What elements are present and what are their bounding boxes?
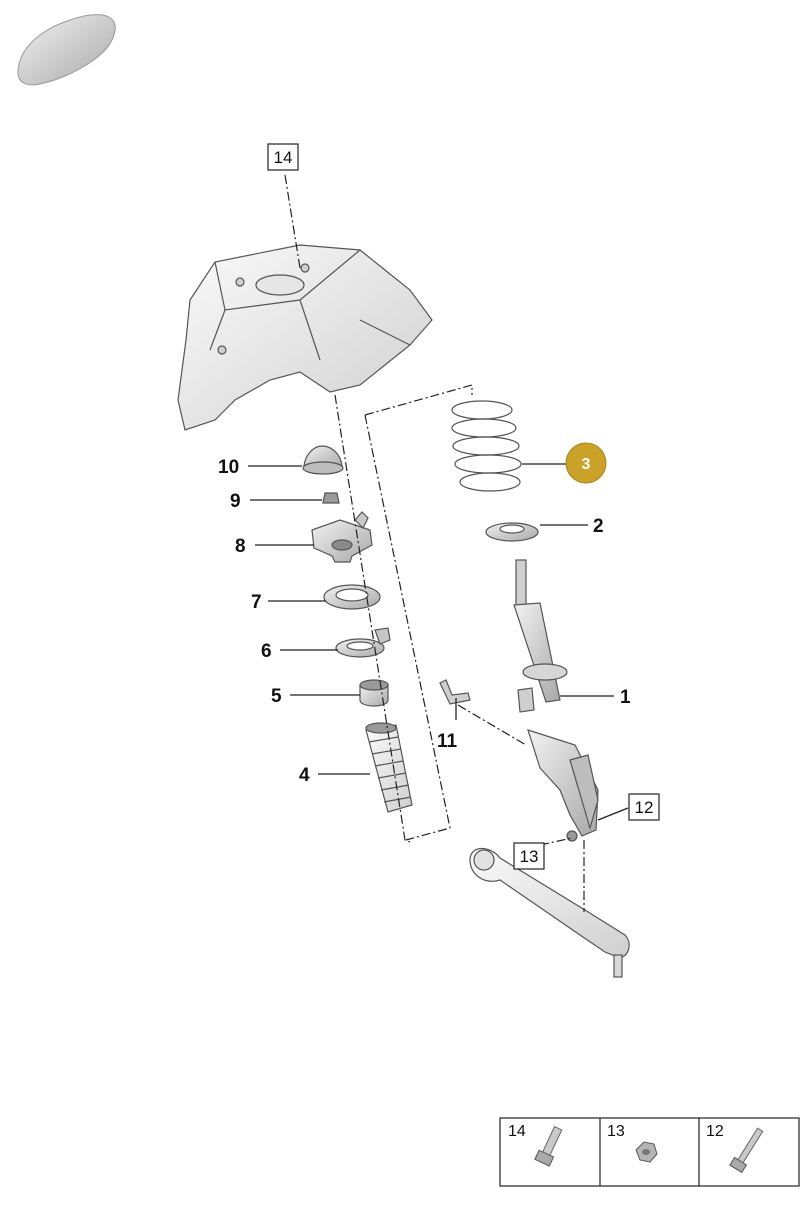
callout-10[interactable]: 10 <box>218 457 239 478</box>
callout-11[interactable]: 11 <box>437 731 458 752</box>
callout-3[interactable]: 3 <box>582 456 591 473</box>
callout-4[interactable]: 4 <box>299 765 310 786</box>
callout-2[interactable]: 2 <box>593 516 604 537</box>
callout-12[interactable]: 12 <box>635 798 654 817</box>
top-mount-cap <box>302 445 344 475</box>
callout-13[interactable]: 13 <box>520 847 539 866</box>
callout-7[interactable]: 7 <box>251 592 262 613</box>
callout-12-box[interactable]: 12 <box>628 793 660 821</box>
self-locking-nut <box>322 492 340 504</box>
brake-line-bracket <box>439 679 471 705</box>
car-silhouette-icon <box>17 14 116 86</box>
bearing-ring <box>323 584 381 610</box>
fastener-legend: 14 13 12 <box>499 1117 800 1187</box>
support-bearing-mount <box>311 511 373 563</box>
shock-absorber <box>513 559 599 842</box>
long-bolt-icon <box>729 1127 764 1174</box>
legend-label-14: 14 <box>508 1123 526 1140</box>
protective-boot <box>365 722 413 813</box>
callout-14[interactable]: 14 <box>274 148 293 167</box>
legend-label-13: 13 <box>607 1123 625 1140</box>
nut-icon <box>635 1141 658 1163</box>
callout-9[interactable]: 9 <box>230 491 241 512</box>
lower-spring-seat <box>485 522 539 542</box>
callout-14-box[interactable]: 14 <box>267 143 299 171</box>
bolt-icon <box>534 1125 563 1167</box>
upper-spring-seat <box>335 627 391 658</box>
control-arm <box>469 847 630 978</box>
callout-8[interactable]: 8 <box>235 536 246 557</box>
callout-3-highlight[interactable]: 3 <box>565 442 607 484</box>
assembly-lines <box>284 174 585 912</box>
strut-tower-housing <box>177 244 433 431</box>
callout-5[interactable]: 5 <box>271 686 282 707</box>
coil-spring <box>451 400 522 492</box>
callout-13-box[interactable]: 13 <box>513 842 545 870</box>
callout-1[interactable]: 1 <box>620 687 631 708</box>
callout-6[interactable]: 6 <box>261 641 272 662</box>
leader-lines <box>248 463 629 821</box>
legend-label-12: 12 <box>706 1123 724 1140</box>
